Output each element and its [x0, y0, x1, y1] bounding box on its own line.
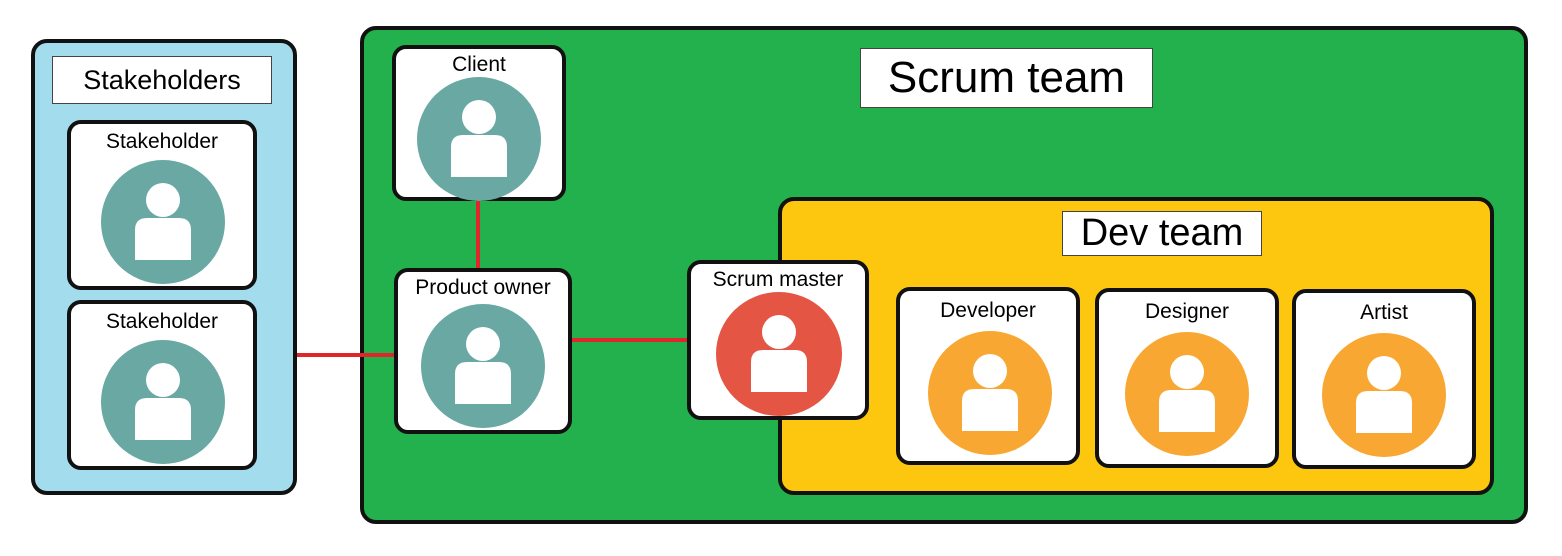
product-owner-card: Product owner: [394, 268, 572, 434]
stakeholders-title: Stakeholders: [52, 56, 272, 104]
role-label: Stakeholder: [105, 130, 219, 153]
developer-card: Developer: [896, 287, 1080, 465]
role-label: Stakeholder: [105, 310, 219, 333]
dev-team-title: Dev team: [1062, 211, 1262, 256]
client-card: Client: [392, 45, 566, 201]
person-icon: [716, 292, 842, 416]
artist-card: Artist: [1292, 289, 1476, 469]
stakeholder-card: Stakeholder: [67, 120, 257, 290]
person-icon: [1322, 333, 1446, 457]
designer-card: Designer: [1095, 288, 1279, 468]
person-icon: [417, 77, 541, 201]
role-label: Client: [452, 53, 506, 76]
role-label: Scrum master: [712, 268, 844, 291]
role-label: Product owner: [415, 276, 551, 299]
connector-stakeholders-product-owner: [297, 353, 397, 357]
role-label: Designer: [1144, 300, 1230, 323]
person-icon: [101, 160, 225, 284]
stakeholder-card: Stakeholder: [67, 300, 257, 470]
scrum-team-title: Scrum team: [860, 48, 1153, 108]
role-label: Developer: [940, 299, 1036, 322]
person-icon: [421, 304, 545, 428]
person-icon: [101, 340, 225, 464]
connector-client-product-owner: [476, 200, 480, 270]
person-icon: [928, 331, 1052, 455]
person-icon: [1125, 332, 1249, 456]
connector-product-owner-scrum-master: [571, 338, 689, 342]
scrum-master-card: Scrum master: [687, 260, 869, 420]
role-label: Artist: [1360, 301, 1408, 324]
